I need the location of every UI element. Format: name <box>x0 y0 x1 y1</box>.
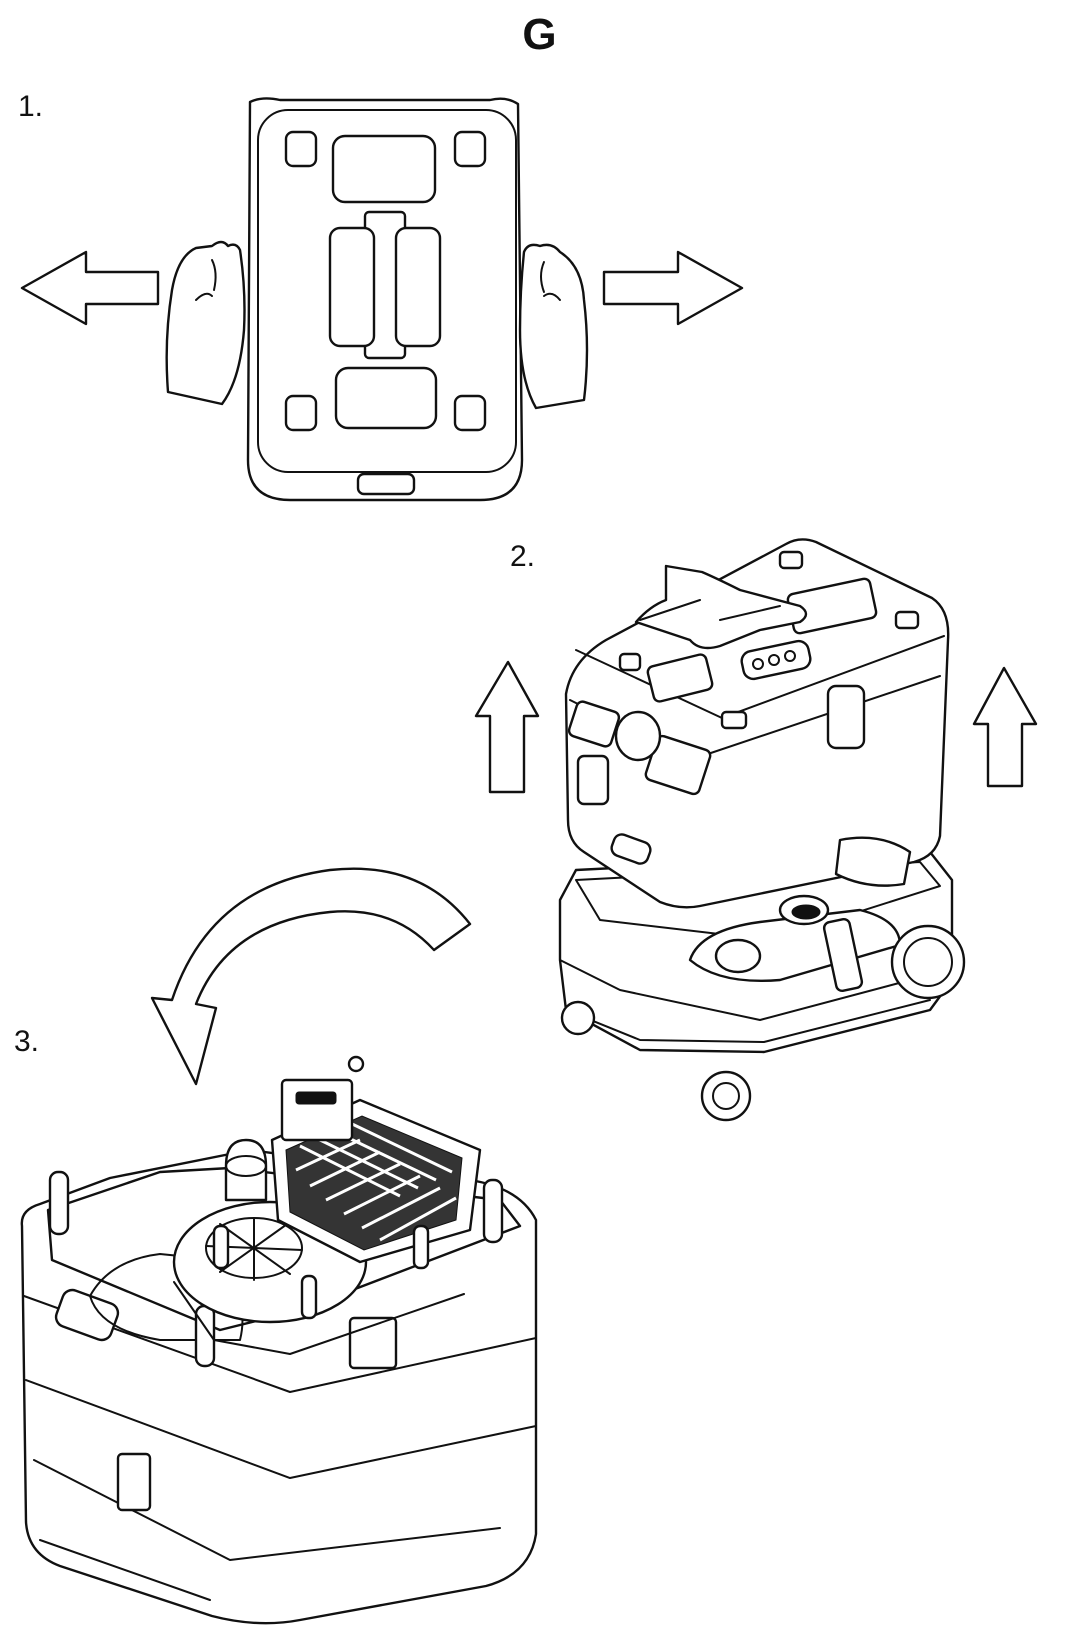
right-arrow-icon <box>604 252 742 324</box>
hand-icon <box>520 245 587 408</box>
step-label-1: 1. <box>18 90 44 123</box>
step3-illustration <box>22 869 536 1624</box>
left-arrow-icon <box>22 252 158 324</box>
lid-top-view <box>248 98 522 500</box>
up-arrow-icon <box>476 662 538 792</box>
hand-icon <box>167 242 245 404</box>
step1-illustration <box>22 98 742 500</box>
figure-title: G <box>522 10 557 59</box>
heatsink <box>286 1116 462 1250</box>
step-label-3: 3. <box>14 1025 40 1058</box>
curved-arrow-icon <box>152 869 470 1084</box>
hand-icon <box>636 566 806 648</box>
up-arrow-icon <box>974 668 1036 786</box>
step-label-2: 2. <box>510 540 536 573</box>
step2-illustration <box>476 539 1036 1120</box>
